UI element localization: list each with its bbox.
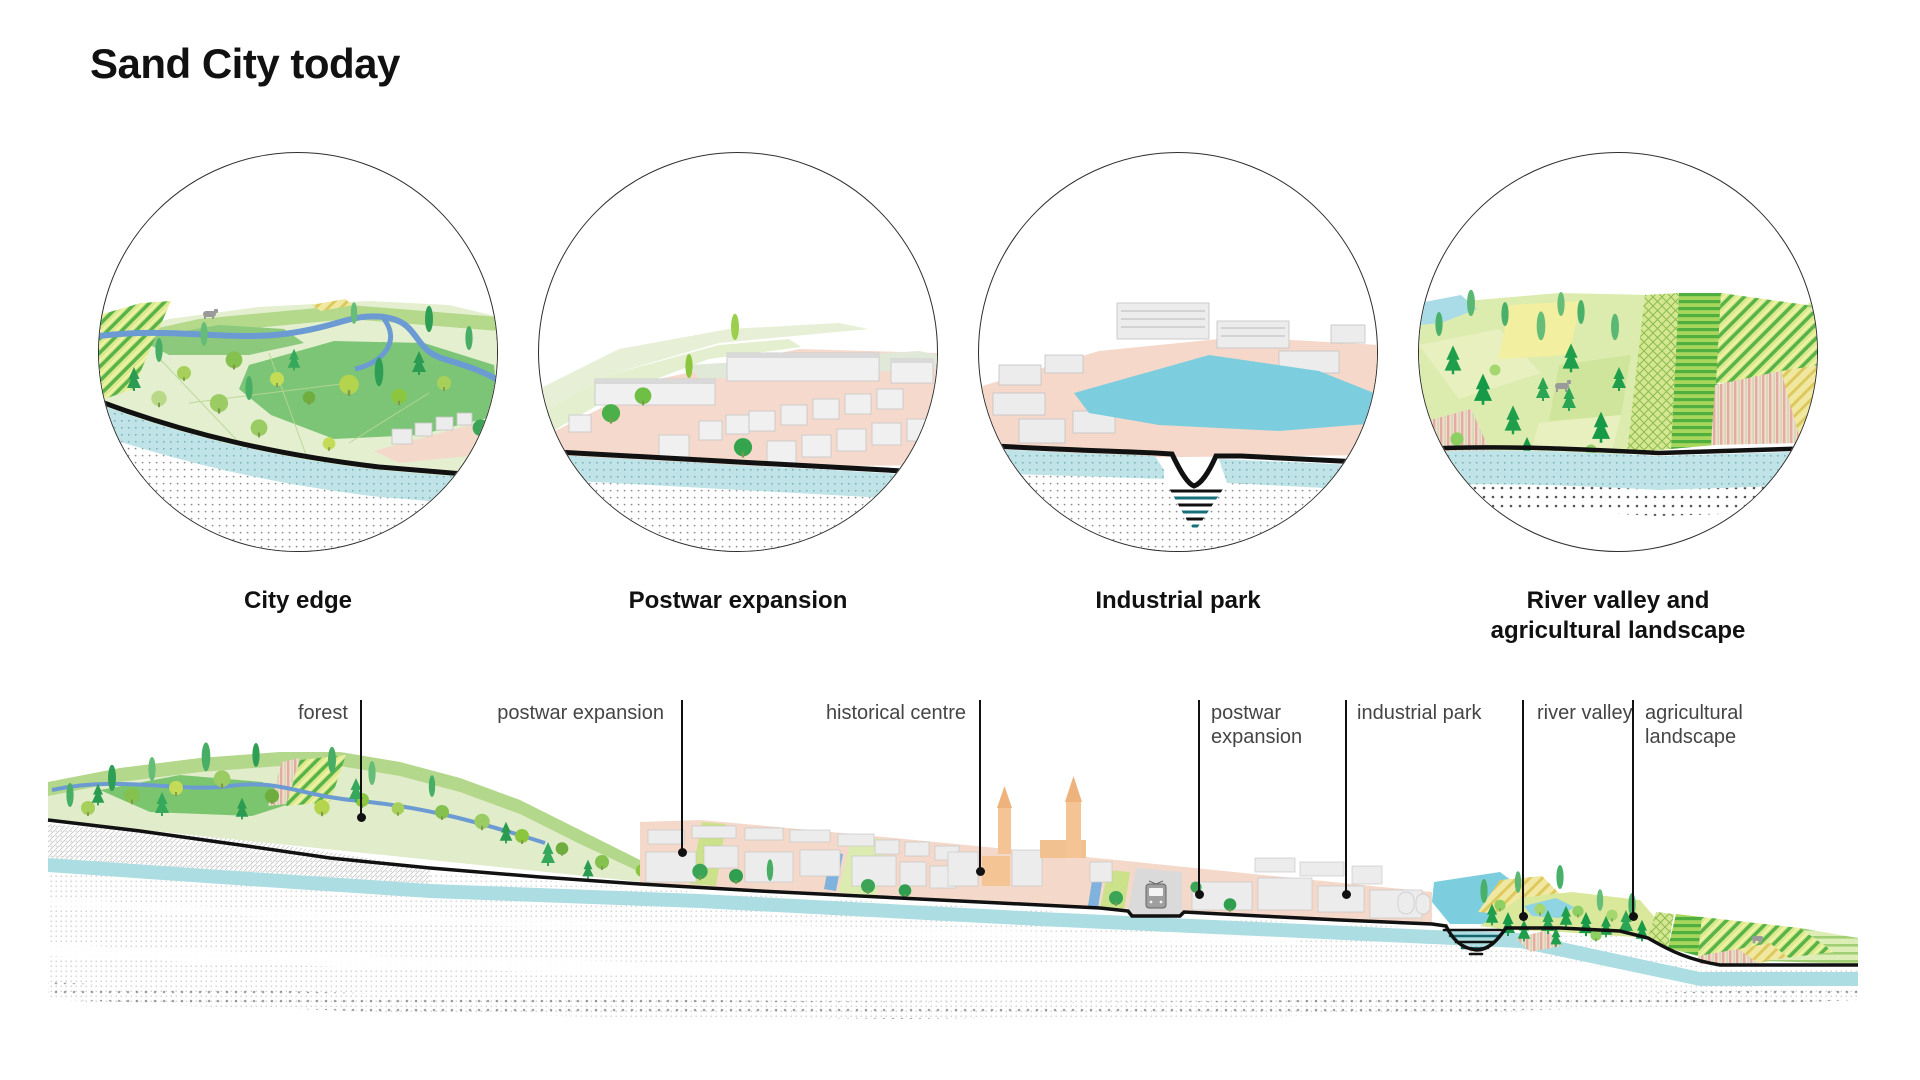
subsoil-white-band-2 bbox=[47, 898, 1301, 944]
surface-line bbox=[47, 818, 1858, 967]
leader-line-forest bbox=[360, 700, 362, 816]
leader-dot-postwar-1 bbox=[678, 848, 687, 857]
cross-section-figure bbox=[47, 742, 1859, 1019]
leader-dot-forest bbox=[357, 813, 366, 822]
field-striped-dark bbox=[1671, 293, 1721, 449]
green-backdrop bbox=[539, 323, 869, 415]
aquifer-band bbox=[1419, 450, 1817, 490]
leader-dot-historical-centre bbox=[976, 867, 985, 876]
label-agricultural-landscape: agricultural landscape bbox=[1645, 702, 1743, 748]
leader-line-industrial-park bbox=[1345, 700, 1347, 893]
leader-dot-postwar-2 bbox=[1195, 890, 1204, 899]
historical-centre bbox=[947, 776, 1113, 887]
leader-line-river-valley bbox=[1522, 700, 1524, 915]
meadow-dark bbox=[239, 341, 497, 439]
industrial-pond bbox=[1074, 355, 1377, 431]
city-edge-illustration bbox=[99, 299, 497, 551]
caption-river-valley: River valley and agricultural landscape bbox=[1490, 587, 1746, 644]
label-industrial-park: industrial park bbox=[1357, 702, 1482, 724]
alluvium-hatch bbox=[48, 824, 430, 884]
industrial-illustration bbox=[979, 302, 1377, 551]
river-valley-illustration bbox=[1419, 289, 1817, 516]
orange-field bbox=[311, 299, 353, 311]
field-diagonal bbox=[1716, 293, 1817, 383]
label-river-valley: river valley bbox=[1537, 702, 1633, 724]
factory-roof-lines bbox=[1121, 310, 1285, 337]
leader-dot-agricultural bbox=[1629, 912, 1638, 921]
city-buildings bbox=[645, 825, 1431, 919]
leader-dot-river-valley bbox=[1519, 912, 1528, 921]
deer-icon bbox=[1555, 380, 1571, 392]
field-plain bbox=[1762, 928, 1858, 964]
aquifer-band bbox=[539, 454, 937, 501]
panel-industrial-park bbox=[978, 152, 1378, 552]
sand-dots bbox=[539, 479, 937, 551]
leader-line-historical-centre bbox=[979, 700, 981, 870]
label-historical-centre: historical centre bbox=[825, 702, 966, 724]
caption-postwar-expansion: Postwar expansion bbox=[628, 587, 848, 614]
field-striped-dark bbox=[1668, 914, 1702, 956]
surface-line bbox=[99, 398, 497, 480]
panel-river-valley bbox=[1418, 152, 1818, 552]
edge-houses bbox=[391, 412, 473, 445]
striped-field bbox=[99, 301, 171, 401]
church-spire bbox=[1065, 776, 1082, 802]
panel-postwar-expansion bbox=[538, 152, 938, 552]
surface-line bbox=[979, 442, 1377, 489]
hill-crest-band bbox=[48, 752, 640, 872]
label-postwar-expansion-2: postwar expansion bbox=[1211, 702, 1303, 748]
pond-blue bbox=[1419, 295, 1477, 325]
caption-industrial-park: Industrial park bbox=[1095, 587, 1261, 614]
river-branch bbox=[354, 317, 394, 372]
sand-dots bbox=[99, 435, 497, 551]
field-yellow bbox=[1781, 365, 1817, 443]
leader-dot-industrial-park bbox=[1342, 890, 1351, 899]
field-yellow bbox=[1738, 943, 1790, 963]
label-forest: forest bbox=[297, 702, 348, 724]
leader-line-agricultural bbox=[1632, 700, 1634, 915]
aquifer-band bbox=[99, 404, 497, 507]
sand-bold-dots bbox=[1419, 484, 1817, 516]
city-sliver bbox=[374, 417, 497, 463]
panel-city-edge bbox=[98, 152, 498, 552]
fields bbox=[1627, 293, 1817, 453]
field-crosshatch bbox=[1648, 912, 1674, 948]
caption-city-edge: City edge bbox=[243, 587, 353, 614]
aquifer-band-right bbox=[1219, 459, 1377, 491]
subsoil-dense-band bbox=[48, 982, 1858, 1019]
agricultural-fields bbox=[1648, 912, 1858, 964]
aquifer-band-left bbox=[979, 448, 1164, 479]
sand-dots bbox=[979, 473, 1377, 551]
postwar-illustration bbox=[539, 313, 937, 551]
label-postwar-expansion-1: postwar expansion bbox=[497, 702, 664, 724]
forest-hill bbox=[48, 742, 690, 887]
field-pink bbox=[1698, 949, 1758, 964]
field-pink bbox=[1711, 371, 1809, 445]
harvester-icon bbox=[1752, 936, 1763, 944]
surface-line bbox=[539, 448, 937, 476]
green-backdrop-2 bbox=[539, 339, 801, 439]
hill-river bbox=[51, 781, 546, 845]
aquifer-layer bbox=[48, 858, 1858, 986]
leader-line-postwar-1 bbox=[681, 700, 683, 851]
cow-icon bbox=[203, 309, 218, 319]
field-crosshatch bbox=[1627, 293, 1679, 453]
leader-line-postwar-2 bbox=[1198, 700, 1200, 893]
church-spire bbox=[997, 786, 1012, 808]
building-roofs bbox=[595, 353, 933, 384]
page-title: Sand City today bbox=[90, 40, 400, 87]
field-light-striped bbox=[1807, 295, 1817, 317]
tram-icon bbox=[1145, 880, 1167, 909]
surface-line bbox=[1419, 445, 1817, 456]
